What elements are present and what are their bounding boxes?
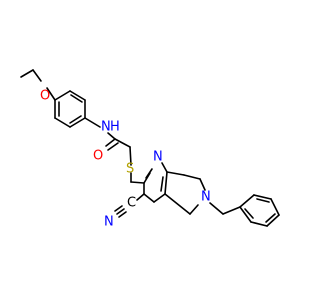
carbon-atom-label: C [127,196,136,211]
bond [153,193,166,203]
bond [239,194,255,208]
bond [130,181,145,184]
sulfur-atom-label: S [126,162,134,177]
bond [107,142,119,151]
bond [20,69,34,78]
bond [222,206,241,215]
nitrogen-atom-label: N [101,120,111,135]
bond [244,208,254,219]
bond-layer [20,69,280,227]
bond [129,146,132,166]
bond [69,115,82,124]
bond [105,138,116,147]
bond [161,162,168,173]
bond [209,202,224,215]
bond [69,90,86,101]
bond [160,176,164,192]
bond [118,211,127,218]
bond [239,206,252,223]
bond [32,69,42,82]
oxygen-atom-label: O [93,149,103,164]
bond [199,178,206,191]
nitrogen-atom-label: N [104,215,114,230]
bond [54,117,71,128]
hydrogen-atom-label: H [110,120,120,135]
bond [189,204,199,215]
atom-label-layer: O N H O S N N C N [40,89,211,230]
oxygen-atom-label: O [40,89,50,104]
bond [114,205,123,212]
bond [270,198,280,216]
structure-canvas: O N H O S N N C N [20,69,280,230]
bond [164,193,191,215]
bond [116,208,125,215]
molecule-diagram: O N H O S N N C N [20,69,280,230]
bond [54,90,71,101]
bond [46,87,56,101]
bond [84,117,101,128]
nitrogen-atom-label: N [201,190,211,205]
bond [164,171,168,195]
bond [250,221,268,227]
bond [145,168,153,179]
bond [266,214,280,227]
nitrogen-atom-label: N [153,150,163,165]
bond [143,193,155,203]
bond [136,193,145,201]
bond [256,198,270,203]
bond [166,171,185,176]
bond [253,194,272,200]
bond [69,117,86,128]
bond [107,132,116,140]
bond [265,213,276,223]
bond [183,174,201,180]
bond [70,94,83,103]
bond [114,138,131,148]
